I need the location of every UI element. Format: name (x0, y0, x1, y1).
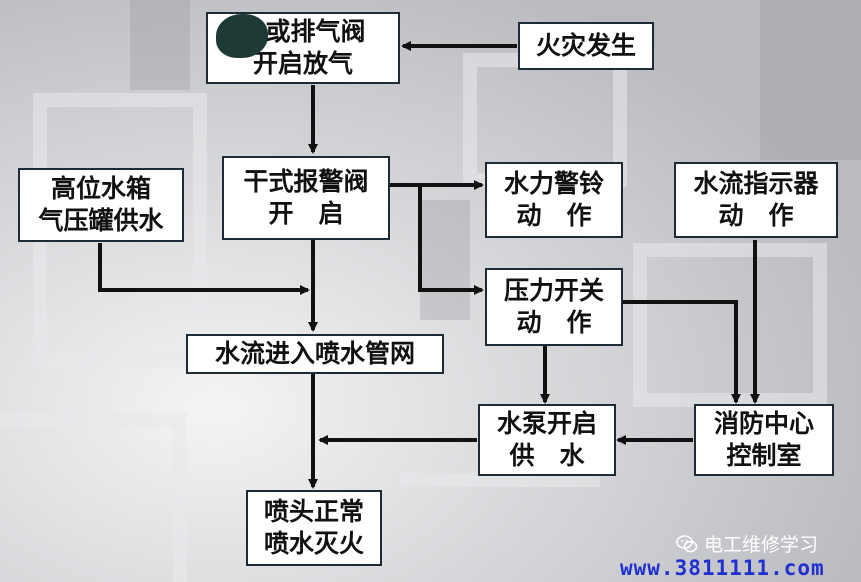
node-text: 动 作 (718, 201, 794, 230)
node-text: 火灾发生 (535, 31, 636, 60)
node-text: 高位水箱 (50, 174, 151, 203)
node-fire-control-center: 消防中心 控制室 (694, 404, 834, 476)
node-text: 喷水灭火 (263, 529, 364, 558)
node-text: 供 水 (509, 441, 585, 470)
node-text: 水流进入喷水管网 (214, 339, 415, 368)
wechat-icon (676, 534, 698, 552)
watermark-label: 电工维修学习 (704, 534, 819, 556)
node-flow-indicator: 水流指示器 动 作 (674, 162, 838, 238)
node-text: 动 作 (516, 201, 592, 230)
node-text: 开启放气 (252, 49, 353, 78)
node-pump-start: 水泵开启 供 水 (478, 404, 616, 476)
node-elevated-tank: 高位水箱 气压罐供水 (18, 168, 184, 242)
node-text: 消防中心 (713, 409, 814, 438)
node-pressure-switch: 压力开关 动 作 (485, 268, 623, 346)
node-text: 喷头正常 (263, 497, 364, 526)
node-text: 控制室 (726, 441, 802, 470)
node-text: 气压罐供水 (38, 206, 164, 235)
node-text: 压力开关 (503, 276, 604, 305)
node-text: 开 启 (268, 199, 344, 228)
node-text: 水流指示器 (693, 169, 819, 198)
node-fire-occurs: 火灾发生 (518, 22, 654, 70)
arrow-alarm-to-pressure (418, 185, 484, 295)
arrow-tank-to-network (98, 243, 310, 295)
node-text: 干式报警阀 (243, 167, 369, 196)
node-nozzle-spray: 喷头正常 喷水灭火 (246, 490, 382, 566)
ink-blot (216, 14, 268, 58)
node-water-gong: 水力警铃 动 作 (485, 162, 623, 238)
arrow-pressure-to-center (622, 300, 741, 404)
site-url: www.3811111.com (620, 556, 825, 580)
node-text: 动 作 (516, 308, 592, 337)
watermark: 电工维修学习 (676, 530, 818, 557)
node-water-into-network: 水流进入喷水管网 (186, 334, 444, 374)
node-text: 水泵开启 (496, 409, 597, 438)
node-text: 水力警铃 (503, 169, 604, 198)
node-dry-alarm-valve: 干式报警阀 开 启 (222, 156, 390, 240)
